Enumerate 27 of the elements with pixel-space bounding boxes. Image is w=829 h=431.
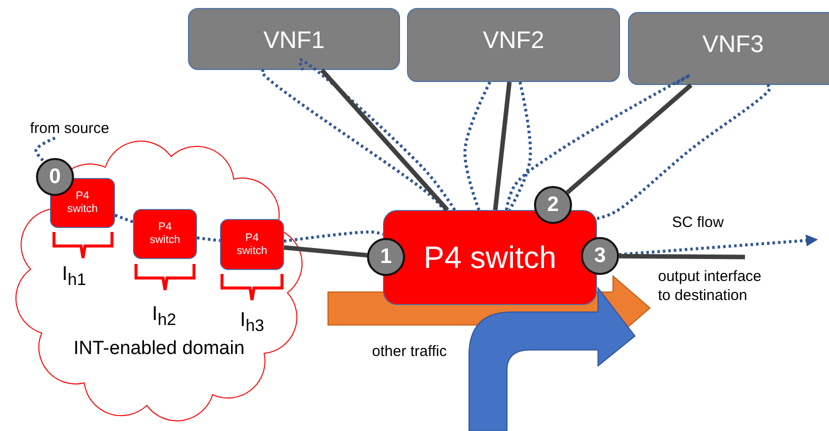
switch-label: P4 switch — [148, 221, 182, 247]
cloud-shape — [14, 140, 304, 422]
text-label: I$_{h2}$ — [152, 302, 178, 331]
text-label: I$_{h3}$ — [240, 308, 266, 337]
port-number: 2 — [547, 192, 559, 218]
vnf-box — [407, 8, 620, 82]
text-label: I$_{h1}$ — [62, 262, 88, 291]
port-number-circle — [367, 238, 405, 276]
port-number: 3 — [594, 244, 606, 268]
port-number: 0 — [49, 164, 61, 190]
domain-label: INT-enabled domain — [73, 338, 245, 360]
p4-switch-box — [220, 219, 284, 270]
port-number-circle — [581, 237, 619, 275]
port-number-circle — [36, 158, 74, 196]
vnf-box — [188, 8, 400, 70]
port-number: 1 — [380, 244, 392, 270]
vnf-label: VNF2 — [482, 27, 544, 55]
vnf-box — [628, 12, 829, 85]
switch-label: P4 switch — [424, 240, 556, 276]
switch-label: P4 switch — [236, 232, 268, 258]
vnf-label: VNF1 — [263, 27, 325, 55]
switch-label: P4 switch — [66, 190, 99, 216]
text-label: output interface to destination — [658, 268, 762, 306]
p4-switch-box — [133, 209, 197, 259]
vnf-label: VNF3 — [702, 31, 764, 59]
text-label: from source — [30, 120, 110, 137]
text-label: other traffic — [372, 343, 448, 362]
